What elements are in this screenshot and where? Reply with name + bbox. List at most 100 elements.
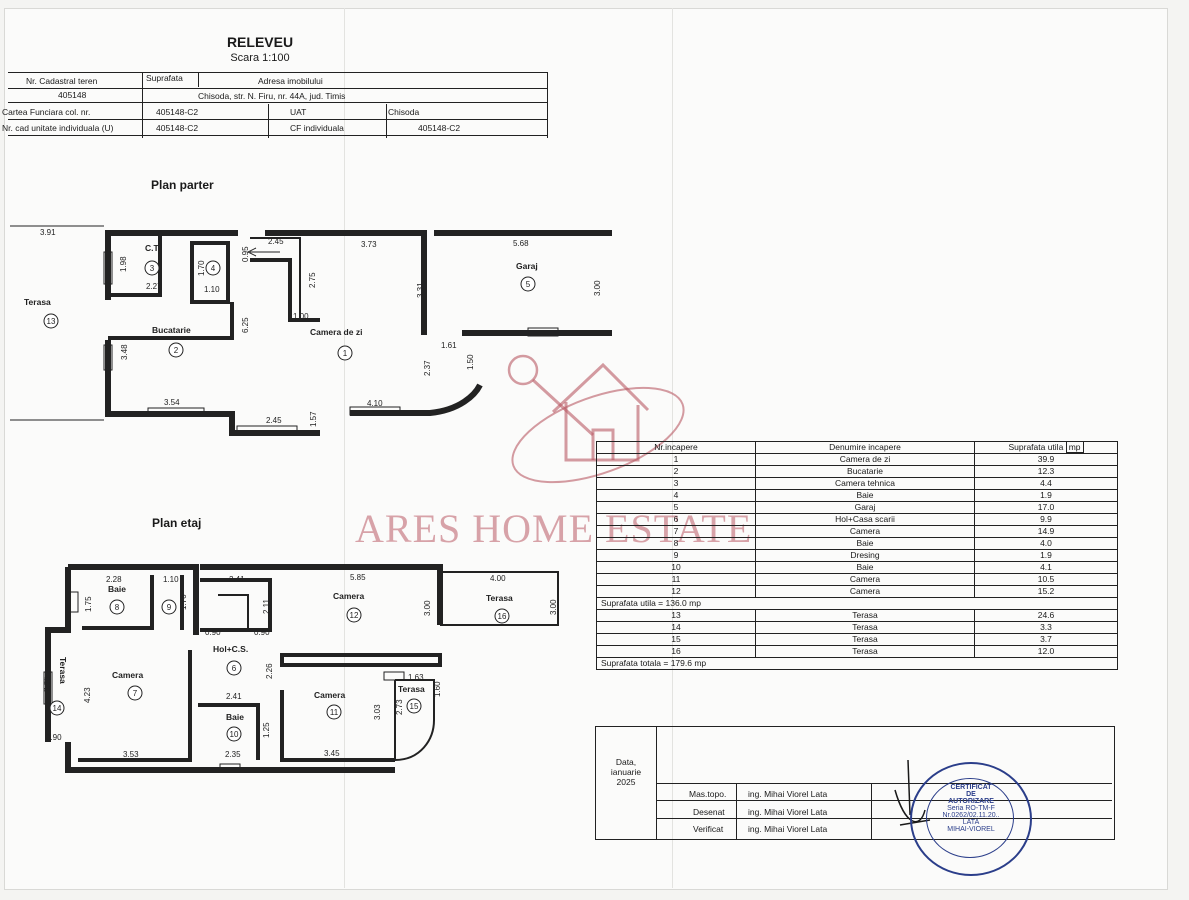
svg-text:2.75: 2.75	[308, 272, 317, 288]
room-number: 13	[47, 317, 56, 326]
room-label: Garaj	[516, 261, 538, 271]
room-name-cell: Terasa	[755, 633, 975, 646]
room-number-cell: 4	[596, 489, 756, 502]
room-area-cell: 4.1	[974, 561, 1118, 574]
room-label: Camera	[333, 591, 364, 601]
svg-text:2.73: 2.73	[395, 699, 404, 715]
room-name-cell: Baie	[755, 489, 975, 502]
sign-name: ing. Mihai Viorel Lata	[748, 824, 828, 834]
svg-text:2.37: 2.37	[423, 360, 432, 376]
page-title: RELEVEU	[226, 34, 294, 50]
room-number: 10	[230, 730, 239, 739]
room-area-cell: 4.4	[974, 477, 1118, 490]
svg-text:2.35: 2.35	[225, 750, 241, 759]
svg-text:3.00: 3.00	[423, 600, 432, 616]
svg-text:0.95: 0.95	[241, 246, 250, 262]
room-name-cell: Garaj	[755, 501, 975, 514]
svg-text:0.90: 0.90	[46, 733, 62, 742]
subtotal-row: Suprafata utila = 136.0 mp	[596, 597, 1118, 610]
svg-text:2.27: 2.27	[146, 282, 162, 291]
table-header-row: Nr.incapere Denumire incapere Suprafata …	[596, 441, 1118, 454]
room-name-cell: Camera	[755, 525, 975, 538]
room-number-cell: 11	[596, 573, 756, 586]
room-area-cell: 17.0	[974, 501, 1118, 514]
cad-header-unit: Nr. cad unitate individuala (U)	[2, 123, 114, 133]
scale-label: Scara 1:100	[230, 52, 290, 64]
room-area-cell: 12.3	[974, 465, 1118, 478]
svg-text:1.61: 1.61	[441, 341, 457, 350]
room-number-cell: 14	[596, 621, 756, 634]
room-name-cell: Baie	[755, 561, 975, 574]
svg-text:1.76: 1.76	[179, 594, 188, 610]
svg-text:3.48: 3.48	[120, 344, 129, 360]
room-number-cell: 9	[596, 549, 756, 562]
room-area-cell: 1.9	[974, 489, 1118, 502]
svg-text:3.65: 3.65	[43, 676, 52, 692]
cad-header-uat: UAT	[290, 107, 307, 117]
svg-text:3.53: 3.53	[123, 750, 139, 759]
cad-header-cf-ind: CF individuala	[290, 123, 344, 133]
room-number-cell: 5	[596, 501, 756, 514]
svg-text:3.00: 3.00	[549, 599, 558, 615]
room-label: Bucatarie	[152, 325, 191, 335]
room-number: 9	[167, 603, 172, 612]
svg-text:1.98: 1.98	[119, 256, 128, 272]
svg-text:1.75: 1.75	[84, 596, 93, 612]
svg-text:3.31: 3.31	[416, 282, 425, 298]
room-number-cell: 16	[596, 645, 756, 658]
total-row: Suprafata totala = 179.6 mp	[596, 657, 1118, 670]
svg-text:2.26: 2.26	[265, 663, 274, 679]
cad-uat-value: Chisoda	[388, 107, 420, 117]
room-area-cell: 39.9	[974, 453, 1118, 466]
svg-text:1.25: 1.25	[262, 722, 271, 738]
room-number: 14	[53, 704, 62, 713]
room-name-cell: Baie	[755, 537, 975, 550]
room-name-cell: Camera de zi	[755, 453, 975, 466]
room-name-cell: Terasa	[755, 621, 975, 634]
room-number: 16	[498, 612, 507, 621]
room-number-cell: 6	[596, 513, 756, 526]
svg-text:1.63: 1.63	[408, 673, 424, 682]
cad-header-suprafata: Suprafata	[146, 73, 183, 83]
room-label: Terasa	[486, 593, 513, 603]
authorization-stamp: CERTIFICAT DE AUTORIZARE Seria RO-TM-F N…	[910, 762, 1032, 876]
room-area-cell: 12.0	[974, 645, 1118, 658]
room-name-cell: Hol+Casa scarii	[755, 513, 975, 526]
date-year: 2025	[616, 777, 636, 787]
svg-text:0.90: 0.90	[254, 628, 270, 637]
sign-name: ing. Mihai Viorel Lata	[748, 807, 828, 817]
room-name-cell: Camera tehnica	[755, 477, 975, 490]
room-number: 4	[211, 264, 216, 273]
ground-floor-dimensions: 3.91 1.98 2.27 1.70 1.10 0.95 2.45 2.75 …	[40, 228, 602, 427]
signature-block: Data, ianuarie 2025 Mas.topo. ing. Mihai…	[595, 726, 1115, 840]
svg-text:5.85: 5.85	[350, 573, 366, 582]
room-name-cell: Bucatarie	[755, 465, 975, 478]
room-label: Terasa	[24, 297, 51, 307]
svg-text:3.45: 3.45	[324, 749, 340, 758]
ground-plan-title: Plan parter	[151, 178, 214, 192]
room-number-cell: 10	[596, 561, 756, 574]
svg-text:3.54: 3.54	[164, 398, 180, 407]
header-cell: Denumire incapere	[755, 441, 975, 454]
svg-text:4.10: 4.10	[367, 399, 383, 408]
cadastral-table: Nr. Cadastral teren Suprafata Adresa imo…	[2, 72, 548, 138]
svg-text:3.03: 3.03	[373, 704, 382, 720]
svg-text:1.00: 1.00	[293, 312, 309, 321]
room-number: 15	[410, 702, 419, 711]
room-label: C.T.	[145, 243, 160, 253]
room-table: Nr.incapere Denumire incapere Suprafata …	[596, 441, 1118, 670]
ground-floor-labels: Terasa 13 C.T. 3 4 Bucatarie 2 Camera de…	[24, 243, 538, 361]
svg-text:2.28: 2.28	[106, 575, 122, 584]
svg-text:2.41: 2.41	[229, 575, 245, 584]
room-label: Hol+C.S.	[213, 644, 248, 654]
svg-text:3.91: 3.91	[40, 228, 56, 237]
header-cell: Nr.incapere	[596, 441, 756, 454]
